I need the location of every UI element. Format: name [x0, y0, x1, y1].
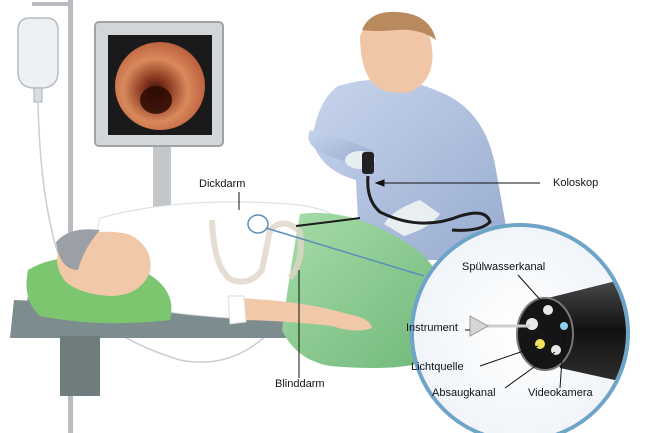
label-lichtquelle: Lichtquelle [411, 362, 464, 373]
label-dickdarm: Dickdarm [199, 179, 245, 190]
label-spuelwasserkanal: Spülwasserkanal [462, 262, 545, 273]
label-absaugkanal: Absaugkanal [432, 388, 496, 399]
label-instrument: Instrument [406, 323, 458, 334]
label-blinddarm: Blinddarm [275, 379, 325, 390]
label-koloskop: Koloskop [553, 178, 598, 189]
label-videokamera: Videokamera [528, 388, 593, 399]
